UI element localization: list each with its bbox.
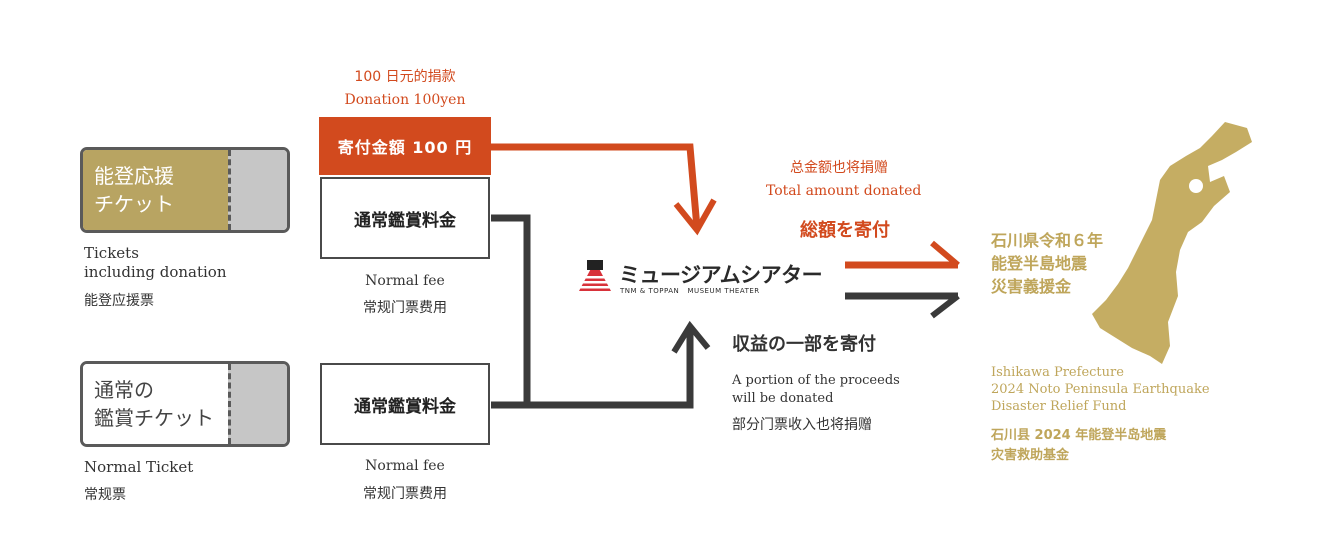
portion-en-2: will be donated bbox=[732, 391, 834, 406]
donation-header-zh: 100 日元的捐款 bbox=[354, 69, 456, 85]
donation-ticket-face bbox=[83, 150, 233, 230]
normal-ticket-label-en: Normal Ticket bbox=[84, 458, 194, 476]
theater-subtitle: TNM & TOPPAN MUSEUM THEATER bbox=[620, 287, 760, 295]
donation-flow-line bbox=[491, 143, 701, 229]
fee-bottom-line bbox=[491, 330, 694, 409]
total-jp: 総額を寄付 bbox=[800, 220, 890, 241]
fund-en-3: Disaster Relief Fund bbox=[991, 399, 1127, 414]
donation-ticket-label-en-1: Tickets bbox=[84, 244, 139, 262]
normal-ticket-stub bbox=[228, 364, 287, 444]
fund-zh-1: 石川县 2024 年能登半岛地震 bbox=[991, 428, 1167, 443]
donation-ticket-line1: 能登応援 bbox=[94, 164, 174, 188]
donation-amount-box: 寄付金額 100 円 bbox=[319, 117, 491, 175]
donation-ticket-label-en-2: including donation bbox=[84, 263, 227, 281]
fund-jp-2: 能登半島地震 bbox=[991, 254, 1088, 273]
fund-en-2: 2024 Noto Peninsula Earthquake bbox=[991, 382, 1210, 397]
fee-box-bottom: 通常鑑賞料金 bbox=[320, 363, 490, 445]
fund-en-1: Ishikawa Prefecture bbox=[991, 365, 1124, 380]
normal-ticket-line1: 通常の bbox=[94, 378, 154, 402]
normal-ticket-label-zh: 常规票 bbox=[84, 487, 126, 503]
portion-jp: 収益の一部を寄付 bbox=[732, 334, 876, 355]
donation-ticket-label-zh: 能登应援票 bbox=[84, 293, 154, 309]
donation-ticket-line2: チケット bbox=[94, 192, 174, 216]
donation-ticket: 能登応援 チケット bbox=[80, 147, 290, 233]
donation-header-en: Donation 100yen bbox=[344, 92, 466, 108]
fee-top-zh: 常规门票费用 bbox=[363, 300, 447, 316]
theater-name: ミュージアムシアター bbox=[619, 263, 823, 287]
fee-top-line bbox=[491, 214, 531, 405]
museum-theater-logo-icon bbox=[573, 258, 617, 294]
portion-arrow-head bbox=[930, 293, 960, 319]
fee-bottom-en: Normal fee bbox=[365, 458, 445, 474]
portion-zh: 部分门票收入也将捐赠 bbox=[732, 417, 872, 433]
fee-flow-arrowhead bbox=[671, 320, 711, 354]
donation-flow-arrowhead bbox=[673, 198, 717, 236]
total-en: Total amount donated bbox=[766, 183, 922, 199]
normal-ticket-face bbox=[83, 364, 233, 444]
fund-jp-1: 石川県令和６年 bbox=[991, 231, 1104, 250]
normal-ticket: 通常の 鑑賞チケット bbox=[80, 361, 290, 447]
ishikawa-map-shape bbox=[1092, 122, 1252, 364]
total-arrow-head bbox=[930, 240, 960, 268]
portion-en-1: A portion of the proceeds bbox=[732, 373, 900, 388]
fee-top-en: Normal fee bbox=[365, 273, 445, 289]
noto-island-shape bbox=[1189, 179, 1203, 193]
donation-ticket-stub bbox=[228, 150, 287, 230]
normal-ticket-line2: 鑑賞チケット bbox=[94, 406, 214, 430]
fund-jp-3: 災害義援金 bbox=[991, 277, 1072, 296]
total-zh: 总金额也将捐赠 bbox=[790, 160, 888, 176]
fee-box-top: 通常鑑賞料金 bbox=[320, 177, 490, 259]
fund-zh-2: 灾害救助基金 bbox=[991, 448, 1070, 463]
fee-bottom-zh: 常规门票费用 bbox=[363, 486, 447, 502]
